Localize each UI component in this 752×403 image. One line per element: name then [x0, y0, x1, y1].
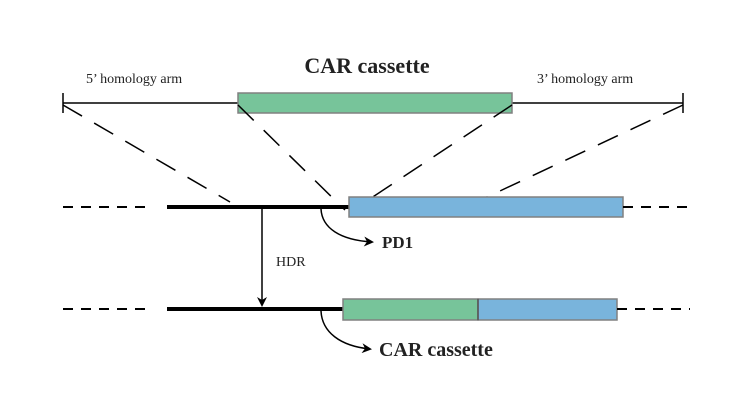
pd1-label: PD1	[382, 233, 413, 252]
donor-title: CAR cassette	[304, 53, 429, 78]
left-arm-projection-inner	[237, 104, 346, 211]
car-cassette-label: CAR cassette	[379, 339, 493, 361]
inserted-car-cassette-box	[342, 298, 479, 321]
right-arm-projection-inner	[349, 104, 513, 213]
right-homology-arm-label: 3’ homology arm	[537, 72, 633, 87]
donor-car-cassette-box	[237, 92, 513, 114]
hdr-label: HDR	[276, 255, 306, 270]
pd1-gene-box-after-hdr	[477, 298, 618, 321]
car-cassette-pointer-arrow	[320, 310, 372, 354]
right-arm-projection-outer	[484, 104, 684, 199]
pd1-gene-box	[348, 196, 624, 218]
left-arm-projection-outer	[62, 104, 231, 203]
pd1-pointer-arrow	[320, 208, 374, 247]
left-homology-arm-label: 5’ homology arm	[86, 72, 182, 87]
